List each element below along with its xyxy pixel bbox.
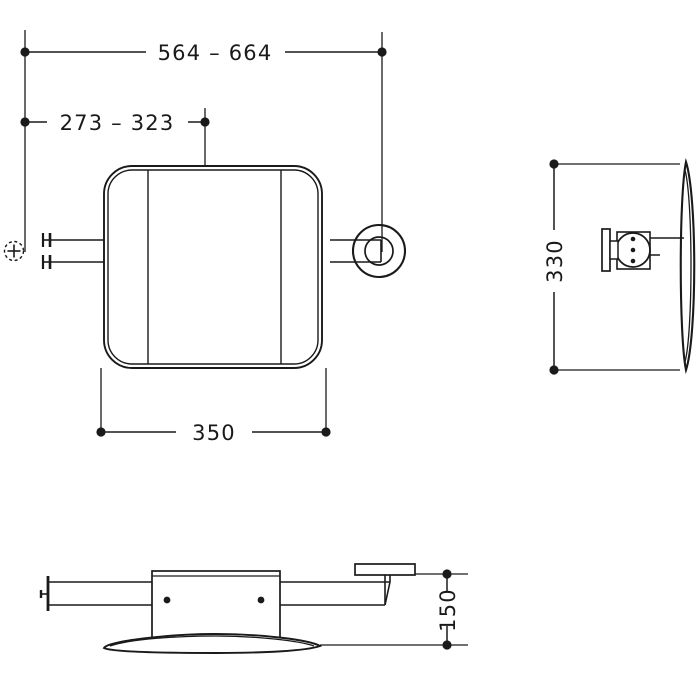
dimension-overall-width: 564 – 664 [20, 41, 387, 65]
plan-pad-curve [102, 633, 323, 654]
backrest-pad-side-profile [679, 157, 696, 375]
bar-left-endcap [41, 233, 52, 269]
dimension-pad-depth: 150 [436, 569, 460, 650]
dimension-dot-height-bottom [549, 365, 559, 375]
flange-outer-circle [351, 223, 407, 279]
plan-pad-inner-curve [109, 635, 315, 647]
side-wall-plate [601, 228, 619, 272]
center-mark-crosshair-icon [3, 240, 25, 262]
bottom-plan-view: 150 [39, 563, 468, 654]
wall-flange-ring [351, 223, 407, 279]
pad-profile-outline [679, 157, 696, 375]
backrest-pad-front [103, 165, 323, 369]
pad-inner-outline [107, 169, 319, 365]
pad-outer-outline [103, 165, 323, 369]
dimension-dot-height-top [549, 159, 559, 169]
dimension-dot-pad-width-right [321, 427, 331, 437]
plan-bar-bevel [384, 581, 391, 606]
dimension-label-pad-depth: 150 [436, 588, 460, 632]
dimension-label-pad-width: 350 [192, 421, 236, 445]
side-elevation-view: 330 [543, 157, 696, 375]
plan-bracket-plate [151, 570, 281, 644]
plan-flange-plate [354, 563, 416, 576]
dimension-label-offset-width: 273 – 323 [60, 111, 175, 135]
dimension-dot-offset-right [200, 117, 210, 127]
dimension-label-overall-width: 564 – 664 [158, 41, 273, 65]
bracket-plate-body [151, 570, 281, 644]
pivot-hub [615, 231, 651, 270]
dimension-pad-width: 350 [96, 421, 331, 445]
dimension-dot-offset-left [20, 117, 30, 127]
plan-bar-endcap [39, 576, 50, 611]
dimension-label-pad-height: 330 [543, 239, 567, 283]
plan-wall-flange [354, 563, 416, 605]
dimension-dot-pad-width-left [96, 427, 106, 437]
wall-plate-neck [609, 240, 619, 260]
pad-profile-inner-line [684, 169, 692, 363]
side-extension-lines [554, 163, 680, 371]
dimension-dot-overall-left [20, 47, 30, 57]
dimension-offset-width: 273 – 323 [20, 111, 210, 135]
bracket-hole-right [257, 596, 265, 604]
bracket-hole-left [163, 596, 171, 604]
hub-pivot-dot-bottom [630, 258, 636, 264]
dimension-dot-depth-top [442, 569, 452, 579]
flange-inner-circle [364, 236, 394, 266]
hub-pivot-dot-center [630, 247, 636, 253]
center-mark-circle [3, 240, 25, 262]
dimension-dot-overall-right [377, 47, 387, 57]
front-elevation-view: 564 – 664 273 – 323 [3, 30, 407, 445]
dimension-pad-height: 330 [543, 159, 567, 375]
dimension-dot-depth-bottom [442, 640, 452, 650]
wall-plate-body [601, 228, 611, 272]
hub-pivot-dot-top [630, 236, 636, 242]
